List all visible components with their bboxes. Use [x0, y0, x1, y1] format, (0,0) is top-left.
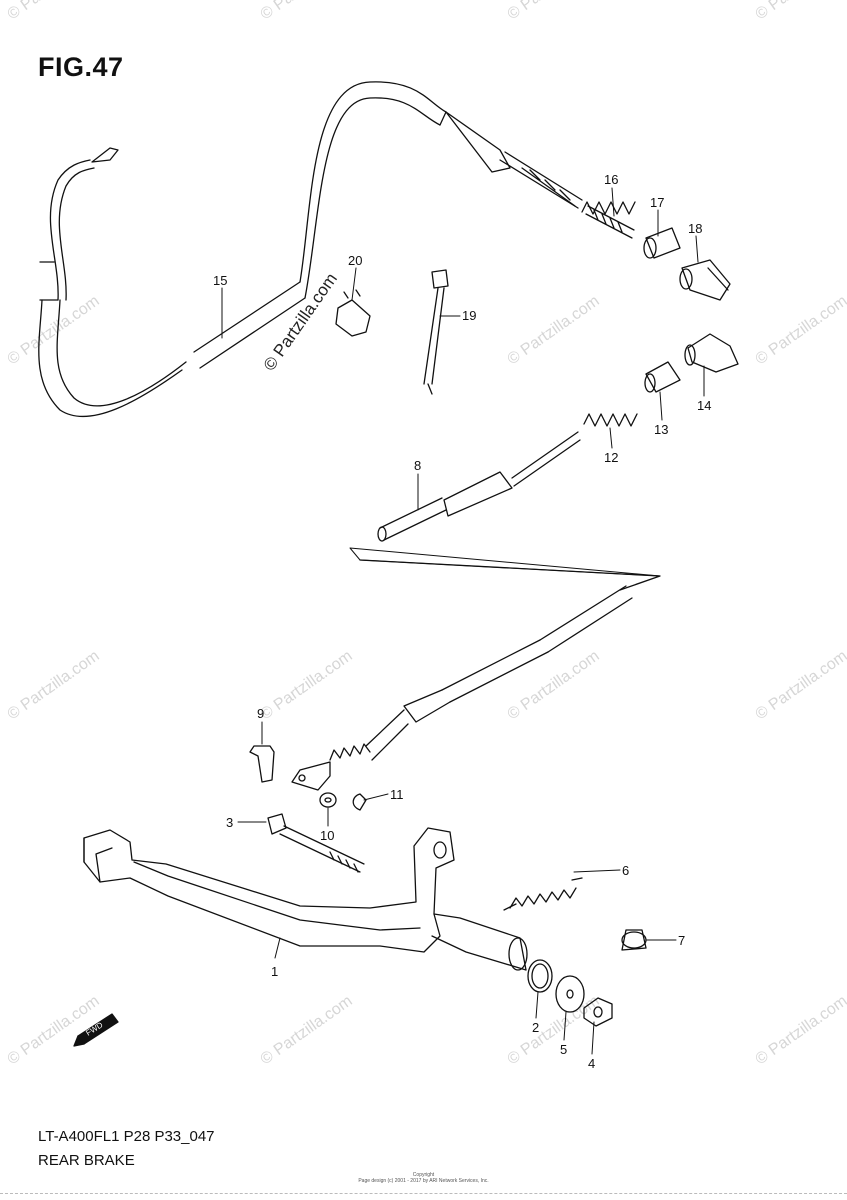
callout-20: 20	[348, 253, 362, 268]
nut-part-4	[583, 997, 613, 1027]
cotter-pin-part-11	[352, 793, 367, 811]
watermark: © Partzilla.com	[753, 993, 847, 1069]
callout-10: 10	[320, 828, 334, 843]
fwd-arrow-icon	[73, 1013, 119, 1047]
joint-part-18	[679, 259, 731, 301]
nut-part-7	[621, 929, 647, 951]
watermark: © Partzilla.com	[505, 0, 603, 23]
figure-name: REAR BRAKE	[38, 1152, 135, 1169]
watermark: © Partzilla.com	[5, 293, 103, 369]
figure-code: LT-A400FL1 P28 P33_047	[38, 1128, 215, 1145]
watermark: © Partzilla.com	[5, 648, 103, 724]
watermark: © Partzilla.com	[505, 648, 603, 724]
watermark: © Partzilla.com	[258, 993, 356, 1069]
callout-9: 9	[257, 706, 264, 721]
watermark-dark: © Partzilla.com	[260, 270, 341, 375]
bushing-part-13	[644, 361, 681, 393]
leader-lines	[221, 187, 705, 1055]
callout-7: 7	[678, 933, 685, 948]
callout-13: 13	[654, 422, 668, 437]
figure-title: FIG.47	[38, 52, 124, 82]
washer-part-5	[555, 975, 585, 1013]
watermark: © Partzilla.com	[753, 0, 847, 23]
callout-4: 4	[588, 1056, 595, 1071]
copyright-notice: Copyright Page design (c) 2001 - 2017 by…	[0, 1172, 847, 1184]
return-spring-part-6	[503, 877, 583, 911]
callout-18: 18	[688, 221, 702, 236]
bushing-part-17	[643, 227, 681, 259]
copyright-line-1: Copyright	[412, 1172, 435, 1178]
watermark: © Partzilla.com	[5, 0, 103, 23]
joint-part-14	[684, 333, 739, 373]
clamp-part-20	[335, 289, 371, 337]
callout-1: 1	[271, 964, 278, 979]
watermark: © Partzilla.com	[505, 293, 603, 369]
o-ring-part-2	[527, 959, 553, 993]
cable-lower-part-8	[291, 431, 661, 791]
pin-part-9	[249, 745, 275, 783]
brake-pedal-part-1	[83, 827, 528, 971]
callout-16: 16	[604, 172, 618, 187]
callout-5: 5	[560, 1042, 567, 1057]
callout-19: 19	[462, 308, 476, 323]
callout-8: 8	[414, 458, 421, 473]
washer-part-10	[319, 792, 337, 808]
bottom-divider	[0, 1193, 847, 1194]
spring-part-12	[583, 413, 638, 427]
spring-part-16	[581, 201, 636, 215]
watermark: © Partzilla.com	[753, 648, 847, 724]
copyright-line-2: Page design (c) 2001 - 2017 by ARI Netwo…	[358, 1178, 489, 1184]
cable-tie-part-19	[423, 269, 449, 395]
watermark: © Partzilla.com	[753, 293, 847, 369]
callout-11: 11	[390, 787, 404, 802]
callout-12: 12	[604, 450, 618, 465]
callout-17: 17	[650, 195, 664, 210]
callout-14: 14	[697, 398, 711, 413]
bolt-part-3	[267, 813, 365, 873]
callout-3: 3	[226, 815, 233, 830]
callout-15: 15	[213, 273, 227, 288]
callout-labels: 1 2 3 4 5 6 7 8 9 10 11 12 13 14 15 16 1…	[213, 172, 711, 1071]
watermark: © Partzilla.com	[258, 0, 356, 23]
callout-2: 2	[532, 1020, 539, 1035]
watermark-layer: © Partzilla.com © Partzilla.com © Partzi…	[5, 0, 847, 1068]
callout-6: 6	[622, 863, 629, 878]
watermark: © Partzilla.com	[258, 648, 356, 724]
cable-upper-part-15	[38, 81, 635, 418]
